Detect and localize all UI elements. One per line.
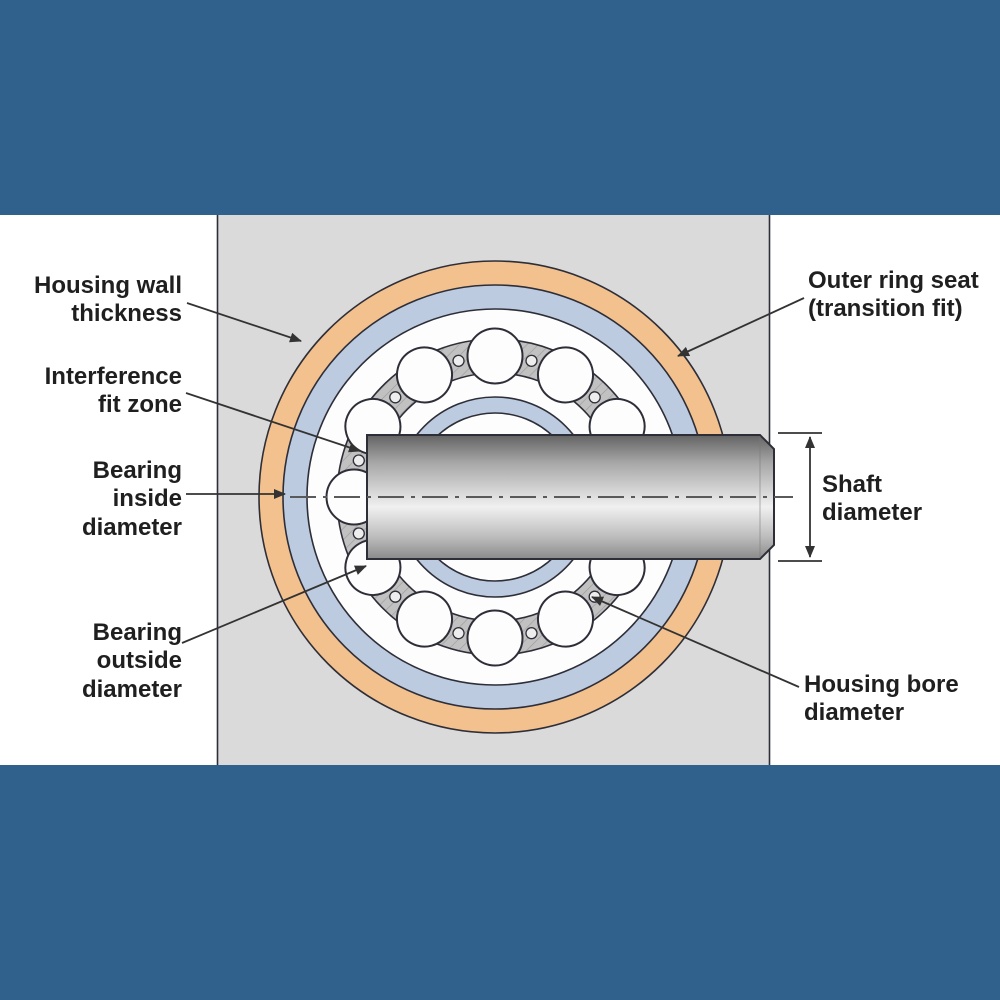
leader-housing-wall-thickness [186,302,302,343]
label-housing-wall-thickness: Housing wall thickness [33,272,182,328]
leader-outer-ring-seat [677,297,805,357]
label-outer-ring-seat: Outer ring seat (transition fit) [808,267,979,323]
label-shaft-diameter: Shaft diameter [822,471,923,527]
label-bearing-outside-diameter: Bearing outside diameter [81,619,182,703]
label-interference-fit-zone: Interference fit zone [44,363,182,419]
leader-bearing-outside-diameter [181,565,367,644]
leader-lines [181,297,805,688]
shaft-diameter-dimension [778,432,822,562]
leader-housing-bore-diameter [591,596,800,688]
label-housing-bore-diameter: Housing bore diameter [804,671,959,727]
label-bearing-inside-diameter: Bearing inside diameter [81,457,182,541]
leader-interference-fit-zone [185,392,361,453]
